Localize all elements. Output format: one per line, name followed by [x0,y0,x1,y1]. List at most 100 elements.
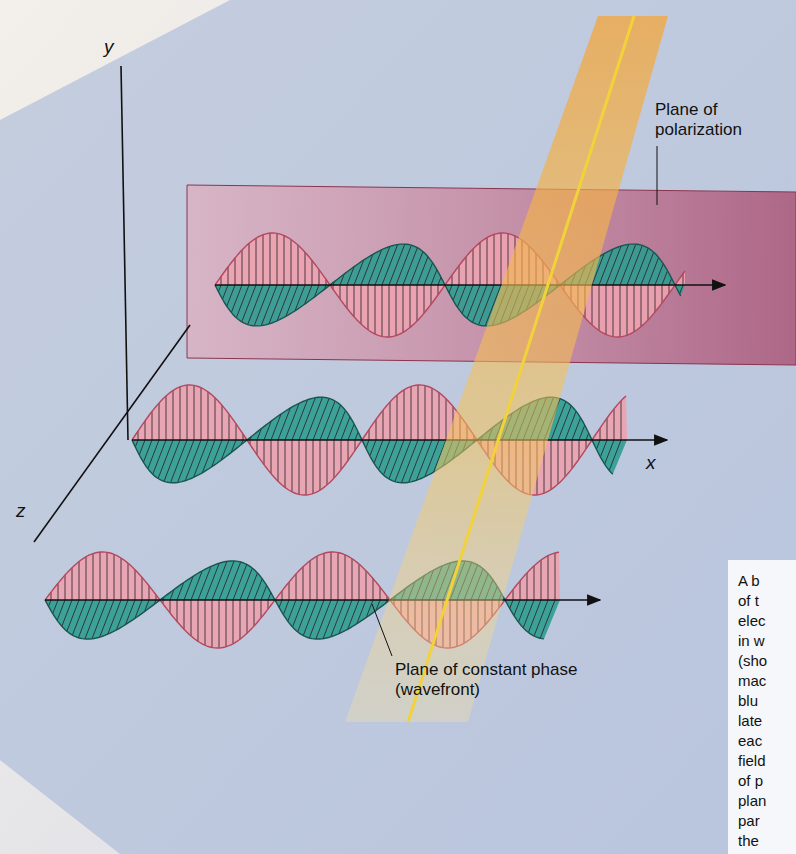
hatch-line [404,390,405,440]
hatch-line [198,600,199,641]
hatch-line [345,555,346,600]
hatch-line [78,600,93,638]
hatch-line [424,263,433,285]
caption-fragment: late [738,712,796,730]
hatch-line [551,440,552,490]
propagation-axis [132,439,667,441]
hatch-line [431,285,432,304]
hatch-line [368,285,369,330]
hatch-line [277,285,291,321]
hatch-line [72,568,73,600]
hatch-line [355,432,358,440]
hatch-line [218,285,221,292]
hatch-line [306,397,323,440]
hatch-line [277,233,278,285]
hatch-line [348,424,354,440]
hatch-line [473,285,487,322]
hatch-line [142,577,143,600]
hatch-line [534,566,535,600]
hatch-line [270,233,271,285]
hatch-line [457,285,466,307]
hatch-line [107,552,108,600]
hatch-line [648,285,649,320]
hatch-line [368,250,382,285]
hatch-line [334,410,345,440]
hatch-line [284,236,285,285]
caption-fragment: the [738,832,796,850]
hatch-line [57,600,65,620]
hatch-line [215,398,216,440]
hatch-line [494,234,495,285]
hatch-line [462,285,473,313]
hatch-line [432,388,433,440]
hatch-line [58,583,59,600]
hatch-line [600,440,607,457]
hatch-line [348,600,359,629]
hatch-line [313,440,314,494]
hatch-line [170,440,187,483]
hatch-line [317,556,318,600]
hatch-line [641,252,654,285]
hatch-line [613,285,614,337]
hatch-line [100,552,101,600]
hatch-line [411,386,412,440]
caption-fragment: field [738,752,796,770]
hatch-line [572,418,581,440]
hatch-line [323,600,338,639]
hatch-line [641,285,642,327]
hatch-line [555,553,556,600]
hatch-line [233,600,234,644]
hatch-line [565,440,566,477]
hatch-line [257,440,258,455]
hatch-line [424,285,425,313]
hatch-line [389,440,404,479]
hatch-line [655,264,663,285]
hatch-line [370,440,376,456]
hatch-line [366,440,369,448]
hatch-line [605,440,614,464]
caption-ground [728,560,796,854]
wavefront-edge [408,16,634,722]
hatch-line [319,270,320,285]
hatch-line [187,385,188,440]
hatch-line [178,440,194,482]
hatch-line [425,386,426,440]
hatch-line [669,278,672,285]
hatch-line [607,418,608,440]
hatch-line [285,403,299,440]
caption-fragment: in w [738,632,796,650]
hatch-line [135,570,136,600]
hatch-line [170,600,171,613]
hatch-line [340,285,341,299]
wave-train [45,552,600,648]
hatch-line [449,285,452,293]
hatch-line [431,270,437,285]
hatch-line [613,244,629,285]
hatch-line [620,285,621,337]
hatch-line [338,553,339,600]
hatch-line [409,440,425,482]
caption-fragment: elec [738,612,796,630]
hatch-line [662,285,663,303]
hatch-line [219,561,234,600]
leader-line [372,604,392,656]
hatch-line [417,285,418,321]
hatch-line [247,600,248,633]
hatch-line [226,562,241,600]
hatch-line [609,440,621,470]
hatch-line [191,571,202,600]
leader-line [657,146,658,205]
hatch-line [72,600,86,635]
hatch-line [324,553,325,600]
hatch-line [596,440,600,449]
hatch-line [579,440,580,459]
plane-label: Plane of constant phase (wavefront) [395,660,610,700]
hatch-line [254,285,270,326]
hatch-line [376,419,377,440]
hatch-line [389,244,405,285]
hatch-line [205,600,206,645]
hatch-line [299,440,300,494]
hatch-line [283,600,289,615]
y-axis [121,66,128,440]
caption-fragment: of p [738,772,796,790]
